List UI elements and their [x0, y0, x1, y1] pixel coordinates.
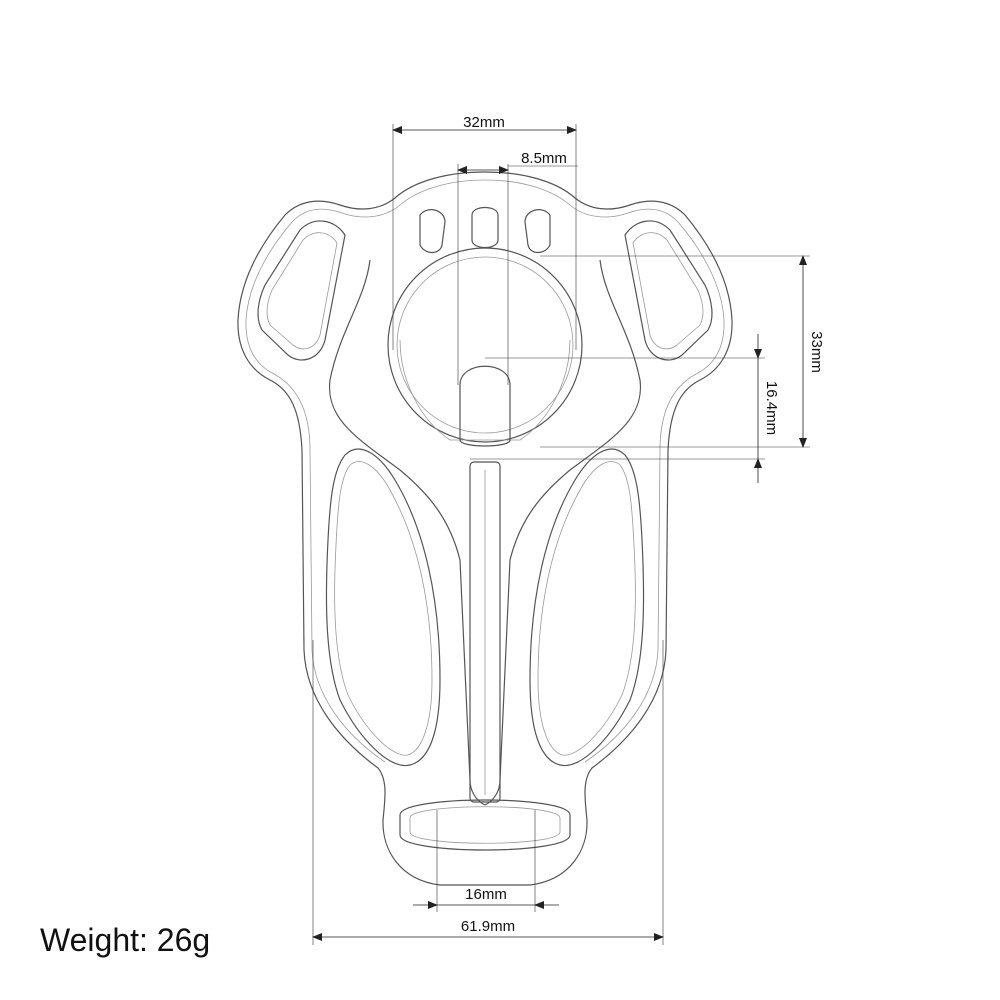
dim-ring-height: 33mm: [808, 331, 825, 373]
dimension-lines: [312, 124, 810, 945]
dim-top-width: 32mm: [463, 114, 505, 131]
dim-bottom-slot-width: 16mm: [465, 886, 507, 903]
dim-overall-width: 61.9mm: [461, 918, 515, 935]
part-outline: [237, 171, 733, 886]
dim-slot-height: 16.4mm: [763, 381, 780, 435]
dim-slot-width: 8.5mm: [521, 150, 567, 167]
weight-label: Weight: 26g: [40, 922, 211, 958]
